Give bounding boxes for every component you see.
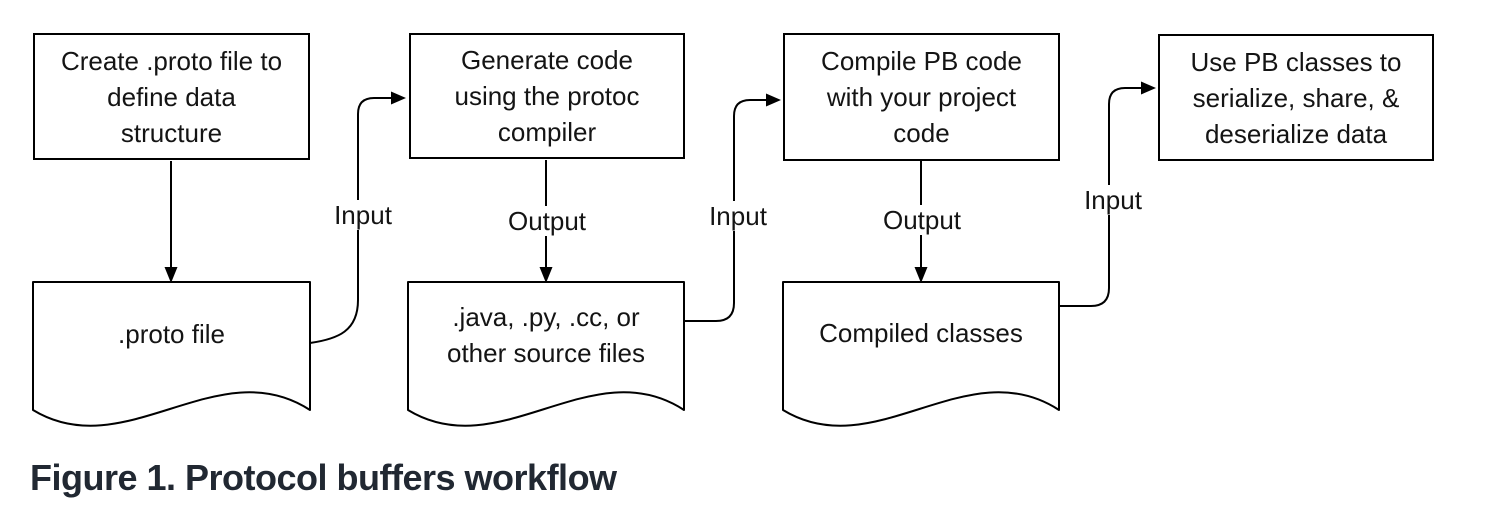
edge-label-input-1: Input xyxy=(329,200,397,230)
arrowhead-create-to-protofile xyxy=(164,267,178,283)
document-label-source-files: .java, .py, .cc, or other source files xyxy=(408,299,684,371)
document-label-compiled-classes: Compiled classes xyxy=(783,315,1059,351)
document-shape-compiled-classes xyxy=(782,281,1060,427)
process-box-line: serialize, share, & xyxy=(1192,82,1400,113)
edge-label-output-1: Output xyxy=(502,206,592,236)
process-box-compile-pb-code: Compile PB code with your project code xyxy=(783,33,1060,161)
document-label-proto-file: .proto file xyxy=(33,316,310,352)
process-box-line: compiler xyxy=(497,117,597,147)
document-shape-proto-file xyxy=(32,281,311,427)
process-box-generate-code: Generate code using the protoc compiler xyxy=(409,33,685,159)
process-box-use-pb-classes: Use PB classes to serialize, share, & de… xyxy=(1158,34,1434,161)
process-box-line: using the protoc xyxy=(454,81,640,111)
arrowhead-protofile-to-generate xyxy=(391,91,406,105)
process-box-line: Compile PB code xyxy=(821,46,1022,76)
edge-label-input-2: Input xyxy=(704,201,772,231)
process-box-line: Generate code xyxy=(460,45,633,75)
process-box-line: deserialize data xyxy=(1204,118,1388,149)
arrowhead-compile-to-compiledclasses xyxy=(914,267,928,283)
edge-label-input-3: Input xyxy=(1079,185,1147,215)
arrowhead-sourcefiles-to-compile xyxy=(766,93,781,107)
arrowhead-compiledclasses-to-use xyxy=(1141,81,1156,95)
process-box-line: code xyxy=(893,118,950,148)
document-label-line: other source files xyxy=(447,338,645,368)
figure-caption: Figure 1. Protocol buffers workflow xyxy=(30,457,617,498)
document-label-line: .java, .py, .cc, or xyxy=(452,302,640,332)
process-box-line: Create .proto file to xyxy=(60,45,283,76)
process-box-line: with your project xyxy=(826,82,1017,112)
arrowhead-generate-to-sourcefiles xyxy=(539,267,553,283)
process-box-line: define data xyxy=(107,81,236,112)
edge-label-output-2: Output xyxy=(877,205,967,235)
document-shape-source-files xyxy=(407,281,685,427)
process-box-line: structure xyxy=(120,117,223,148)
process-box-create-proto-file: Create .proto file to define data struct… xyxy=(33,33,310,160)
document-label-line: .proto file xyxy=(118,319,225,349)
document-label-line: Compiled classes xyxy=(819,318,1023,348)
process-box-line: Use PB classes to xyxy=(1190,46,1402,77)
